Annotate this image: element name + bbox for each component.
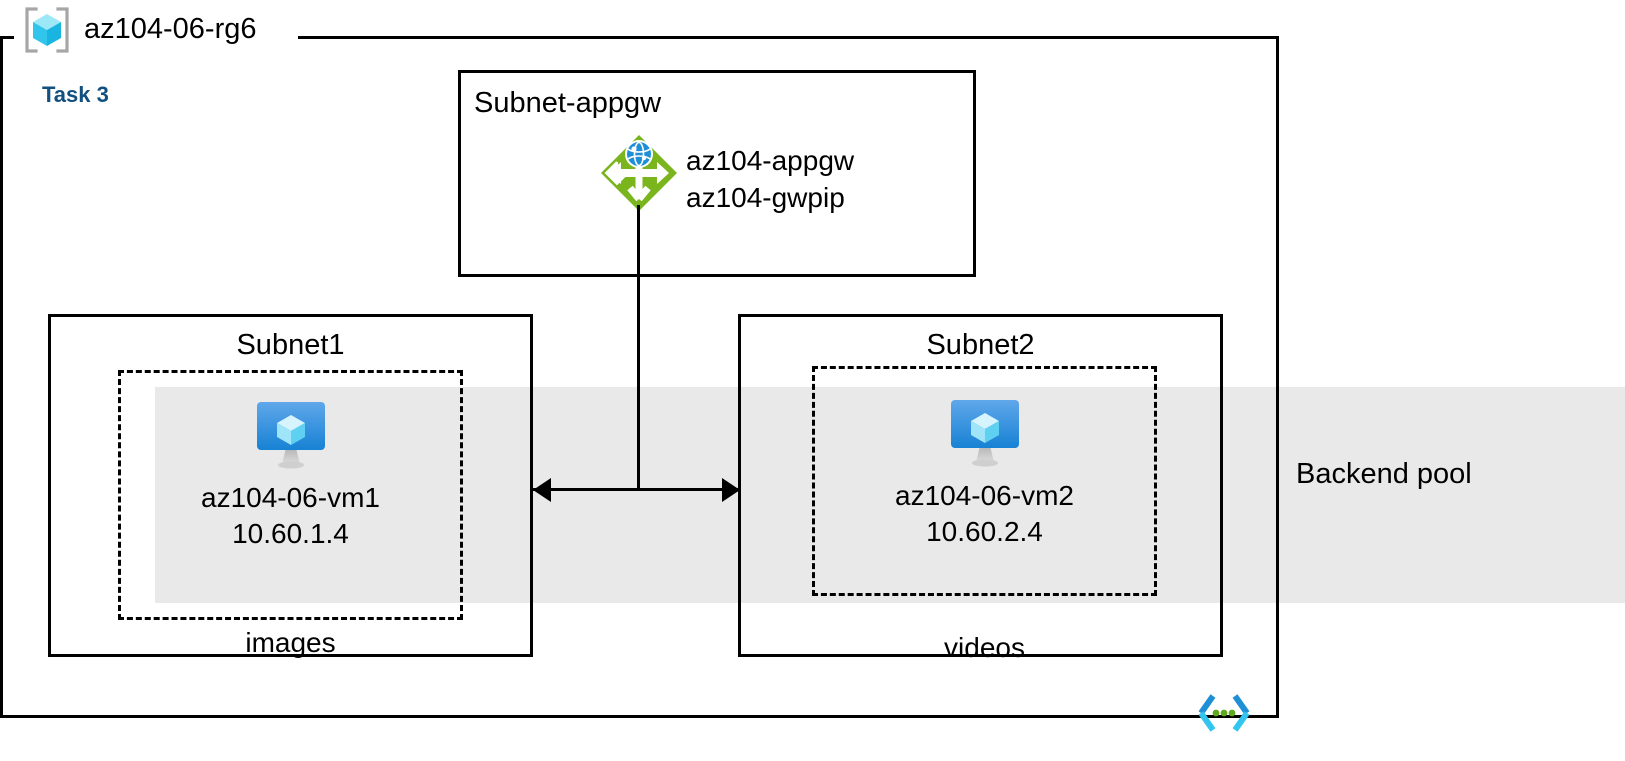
- subnet1-endpoint-label: images: [245, 627, 336, 658]
- subnet-appgw-box: [458, 70, 976, 277]
- subnet2-title: Subnet2: [926, 329, 1035, 361]
- virtual-machine-icon: [950, 400, 1019, 467]
- subnet2-vm-name: az104-06-vm2: [895, 480, 1074, 511]
- subnet1-vm-group: az104-06-vm1 10.60.1.4: [118, 398, 463, 552]
- connector-arrow-right: [722, 478, 740, 502]
- resource-group-border-top: [298, 36, 1279, 39]
- virtual-machine-icon: [256, 402, 325, 469]
- subnet1-box: [48, 314, 533, 657]
- application-gateway-icon: [601, 135, 677, 211]
- backend-pool-band: [155, 387, 1625, 603]
- subnet2-box: [738, 314, 1223, 657]
- gateway-to-subnets-connector: [637, 205, 640, 490]
- resource-group-cube-icon: [25, 7, 69, 53]
- subnet1-vm-name: az104-06-vm1: [201, 482, 380, 513]
- subnet2-vm-ip: 10.60.2.4: [926, 516, 1043, 547]
- task-badge: Task 3: [42, 82, 109, 107]
- subnet1-vm-group-box: [118, 370, 463, 620]
- subnet-appgw-title: Subnet-appgw: [474, 87, 662, 119]
- subnet1-subnet2-connector: [533, 488, 740, 491]
- subnet2-vm-group: az104-06-vm2 10.60.2.4: [812, 396, 1157, 550]
- subnet1-title: Subnet1: [236, 329, 345, 361]
- resource-group-border-left: [0, 36, 3, 718]
- subnet2-vm-group-box: [812, 366, 1157, 596]
- appgw-resource-name: az104-appgw: [686, 145, 855, 176]
- backend-pool-label: Backend pool: [1296, 458, 1472, 490]
- code-brackets-icon: [1198, 694, 1250, 732]
- connector-arrow-left: [533, 478, 551, 502]
- resource-group-border-bottom: [0, 715, 1279, 718]
- resource-group-border-top-stub: [0, 36, 14, 39]
- resource-group-name: az104-06-rg6: [84, 13, 257, 45]
- gwpip-resource-name: az104-gwpip: [686, 182, 845, 213]
- subnet2-endpoint-label: videos: [944, 632, 1025, 663]
- subnet1-vm-ip: 10.60.1.4: [232, 518, 349, 549]
- appgw-resource-labels: az104-appgw az104-gwpip: [686, 142, 854, 216]
- resource-group-border-right: [1276, 36, 1279, 718]
